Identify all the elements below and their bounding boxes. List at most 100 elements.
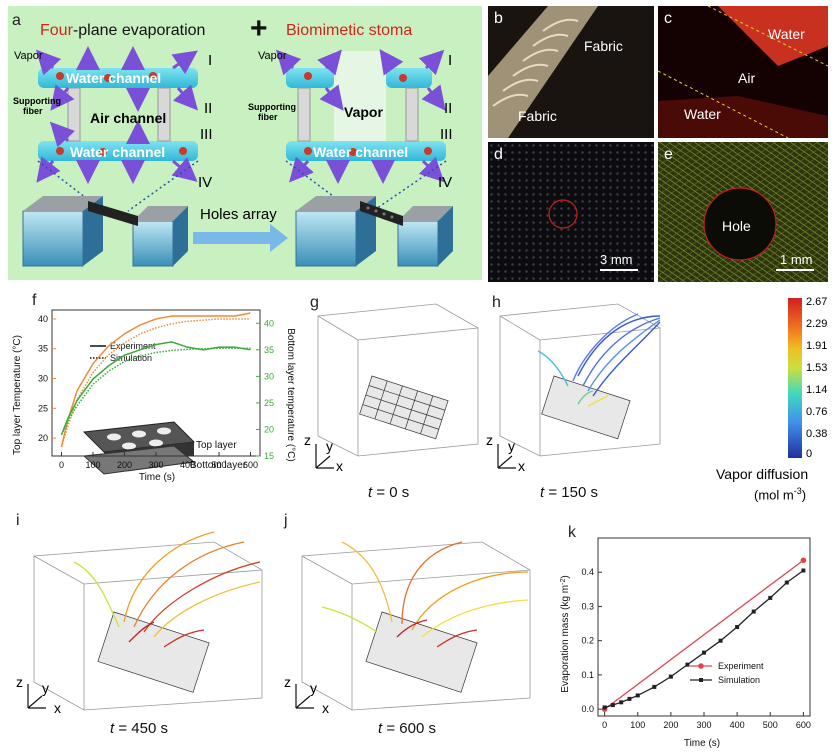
caption-h-var: t [540,484,545,501]
panel-letter-h: h [492,294,501,311]
roman-ii-right: II [444,100,453,117]
k-legend-label-1: Simulation [718,675,760,685]
k-xlabel: Time (s) [684,738,720,749]
biomimetic-stoma-title: Biomimetic stoma [286,22,413,39]
left-tanks [22,196,188,267]
panel-a-schematic: a Four-plane evaporation + Biomimetic st… [8,6,482,280]
axis-z-g: z [304,432,311,448]
fiber-label-right: fiber [258,112,278,122]
f-xtick-label-4: 400 [180,460,195,470]
roman-i-right: I [448,52,453,69]
caption-g-var: t [368,484,373,501]
water-label-bottom: Water [684,106,721,122]
holes-array-label: Holes array [200,206,277,223]
f-y2tick-label-5: 40 [264,318,274,328]
four-plane-title-rest: -plane evaporation [72,22,206,39]
plus-sign: + [250,12,268,45]
panel-j-simulation: j z y x [282,512,532,716]
f-xtick-label-1: 100 [85,460,100,470]
four-plane-title-accent: Four [40,22,73,39]
cb-tick-4: 1.14 [806,384,828,396]
k-point-1-6 [668,674,673,679]
supporting-label-left: Supporting [13,96,61,106]
caption-g-val: = 0 s [372,484,410,501]
caption-g: t = 0 s [368,484,409,501]
f-y2label: Bottom layer temperature (°C) [285,328,296,462]
f-ylabel: Top layer Temperature (°C) [12,335,23,455]
k-xtick-label-2: 200 [663,720,678,730]
k-ytick-label-2: 0.2 [581,636,594,646]
supporting-fiber-left-2 [157,87,171,142]
k-ylabel: Evaporation mass (kg m-2) [560,575,572,692]
axis-z-j: z [284,674,291,690]
axis-x-i: x [54,700,61,716]
f-xtick-label-2: 200 [117,460,132,470]
cb-tick-7: 0 [806,448,813,460]
supporting-fiber-left [67,87,81,142]
caption-h: t = 150 s [540,484,598,501]
panel-e-micrograph: e Hole 1 mm [658,142,828,282]
colorbar-unit-sup: -3 [793,486,802,496]
k-xtick-label-3: 300 [696,720,711,730]
panel-letter-c: c [664,10,672,27]
k-point-1-14 [801,568,806,573]
holes-array-arrow [193,224,288,252]
cb-tick-5: 0.76 [806,406,828,418]
cb-tick-0: 2.67 [806,296,828,308]
caption-j: t = 600 s [378,720,436,737]
axis-y-g: y [326,438,333,454]
panel-b-micrograph: b Fabric Fabric [488,6,654,138]
k-point-1-2 [619,700,624,705]
k-point-1-13 [784,580,789,585]
k-xtick-label-6: 600 [796,720,811,730]
layer-inset [82,421,196,475]
k-point-1-11 [751,609,756,614]
f-series-bottom-dotted-3 [60,347,251,436]
water-channel-label-1: Water channel [66,70,162,86]
fabric-label-top: Fabric [584,38,623,54]
air-channel-label: Air channel [90,110,167,126]
axis-x-g: x [336,458,343,474]
axis-x-j: x [322,700,329,716]
panel-f-chart: Top layer Temperature (°C) Bottom layer … [12,309,296,483]
roman-iv-left: IV [198,174,213,191]
colorbar-ticks: 2.67 2.29 1.91 1.53 1.14 0.76 0.38 0 [806,296,836,460]
f-y2tick-label-4: 35 [264,345,274,355]
k-ylabel-end: ) [560,575,571,578]
k-legend-label-0: Experiment [718,661,764,671]
k-plot-frame [597,537,811,717]
streamlines-h [537,313,661,407]
caption-j-val: = 600 s [382,720,436,737]
k-point-1-12 [768,595,773,600]
streamlines-i [73,531,261,648]
colorbar-unit-end: ) [801,487,807,503]
axis-z-i: z [16,674,23,690]
k-xtick-label-1: 100 [630,720,645,730]
k-point-1-10 [735,625,740,629]
panel-letter-a: a [12,12,21,29]
f-ytick-label-3: 35 [38,344,48,354]
axis-y-j: y [310,680,317,696]
caption-i-val: = 450 s [114,720,168,737]
caption-i: t = 450 s [110,720,168,737]
axis-y-h: y [508,438,515,454]
panel-c-micrograph: c Water Air Water [657,5,829,139]
hole-label: Hole [722,218,751,234]
f-ytick-label-2: 30 [38,374,48,384]
k-ytick-label-1: 0.1 [581,670,594,680]
mesh-g [359,375,449,440]
panel-d-micrograph: d 3 mm [488,142,654,282]
f-legend-experiment: Experiment [110,341,156,351]
k-ylabel-sup: -2 [560,579,567,585]
k-point-1-9 [718,638,723,643]
panel-letter-f: f [32,292,37,309]
caption-i-var: t [110,720,115,737]
k-point-1-7 [685,662,690,667]
k-xtick-label-5: 500 [763,720,778,730]
f-series-top-dotted-1 [60,318,251,448]
panel-letter-j: j [284,512,288,529]
panel-letter-e: e [664,146,673,163]
water-channel-label-2: Water channel [70,144,166,160]
panel-g-simulation: g z y x [304,294,482,476]
f-ytick-label-4: 40 [38,314,48,324]
